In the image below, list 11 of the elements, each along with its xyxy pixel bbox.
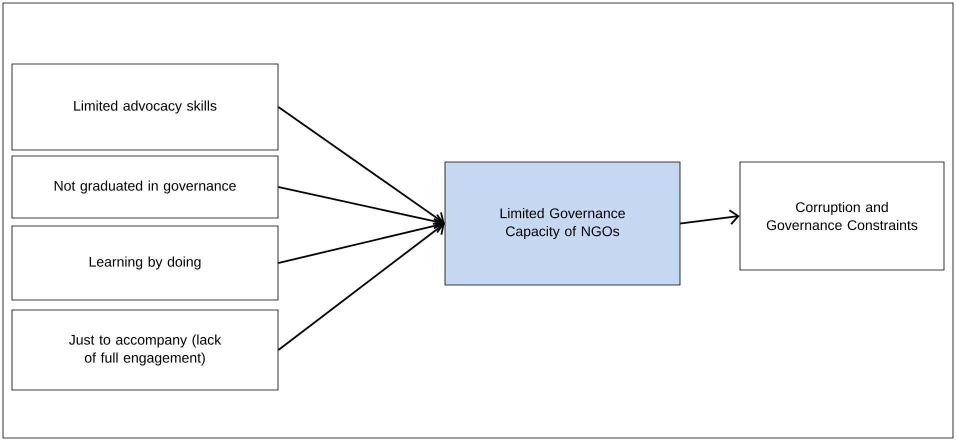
highlighted-box: Limited Governance Capacity of NGOs	[444, 162, 680, 286]
process-box: Limited advocacy skills	[12, 64, 278, 150]
arrow	[680, 209, 740, 225]
arrow	[278, 106, 445, 225]
process-box: Not graduated in governance	[12, 156, 278, 218]
process-box: Just to accompany (lack of full engagement)	[12, 310, 278, 390]
process-box: Corruption and Governance Constraints	[740, 162, 944, 270]
arrow	[278, 186, 445, 230]
arrow	[278, 218, 445, 264]
arrow	[278, 222, 445, 351]
process-box: Learning by doing	[12, 226, 278, 300]
